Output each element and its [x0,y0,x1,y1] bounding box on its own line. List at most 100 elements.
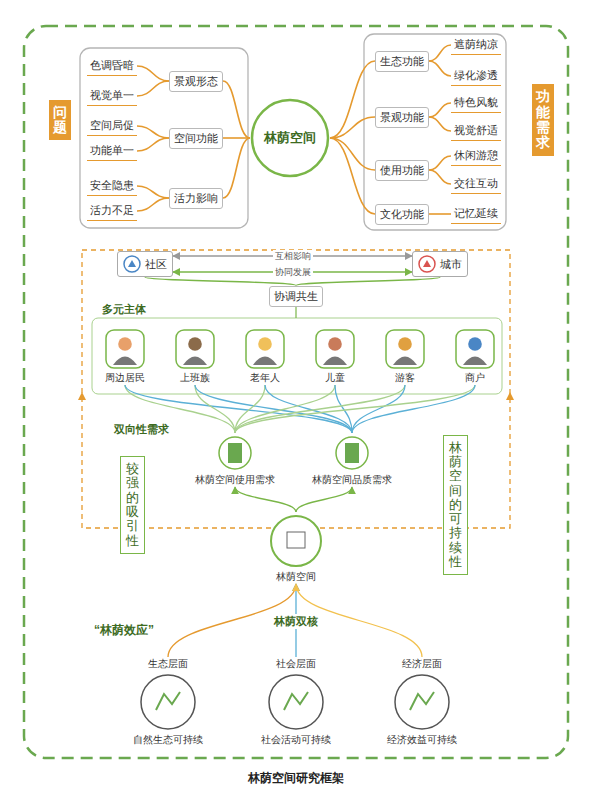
mid-node: 生态功能 [375,51,429,72]
person-icon [455,329,495,369]
node-text: 色调昏暗 [90,58,134,73]
mid-node: 景观形态 [169,71,223,92]
place-icon [123,255,141,273]
icon-frame [106,330,144,368]
need-node: 林荫空间品质需求 [312,433,392,487]
leaf-node: 空间局促 [87,117,137,136]
person-body [183,357,207,366]
node-text: 社区 [145,257,167,272]
connector [330,61,375,138]
bottom-icon [139,673,197,731]
person-body [253,357,277,366]
node-text: 上班族 [180,371,210,385]
node-text: 生态功能 [380,54,424,69]
node-text: 活力不足 [90,203,134,218]
node-text: 遮荫纳凉 [454,37,498,52]
node-text: 问题 [53,105,67,136]
connector [137,186,169,198]
connector [429,45,451,61]
mid-node: 活力影响 [169,188,223,209]
node-text: 游客 [395,371,415,385]
outer-frame [24,26,568,758]
person-head [188,337,202,351]
connector [429,170,451,184]
connector [330,138,375,170]
leaf-node: 特色风貌 [451,94,501,113]
hub-icon [269,514,323,568]
leaf-node: 绿化渗透 [451,67,501,86]
person-node: 上班族 [175,327,215,385]
connector [429,156,451,170]
mid-node: 文化功能 [375,204,429,225]
tag-node: 问题 [49,100,71,141]
icon-ring [395,675,449,729]
leaf-node: 视觉单一 [87,87,137,106]
icon-ring [336,437,368,469]
node-text: 功能需求 [536,89,550,151]
bottom-node: 生态层面自然生态可持续 [133,657,203,747]
need-icon [217,435,253,471]
connector [235,487,296,512]
connector [265,385,352,433]
node-text: 儿童 [325,371,345,385]
node-text: 林荫空间的可持续性 [449,441,462,570]
node-text: 自然生态可持续 [133,733,203,747]
node-text: 协调共生 [274,289,318,304]
leaf-node: 遮荫纳凉 [451,36,501,55]
bottom-icon [393,673,451,731]
node-text: 绿化渗透 [454,68,498,83]
icon-frame [386,330,424,368]
node-text: 周边居民 [105,371,145,385]
icon-ring [141,675,195,729]
person-body [463,357,487,366]
node-text: 空间功能 [174,131,218,146]
node-text: 景观形态 [174,74,218,89]
building-symbol [345,443,359,463]
node-text: 林荫空间使用需求 [195,473,275,487]
connector [137,138,169,151]
person-icon [385,329,425,369]
person-icon [175,329,215,369]
person-node: 周边居民 [105,327,145,385]
trend-symbol [410,692,434,710]
person-node: 儿童 [315,327,355,385]
person-head [118,337,132,351]
icon-ring [219,437,251,469]
tag-node: 功能需求 [532,84,554,156]
node-text: 经济层面 [402,657,442,671]
bottom-node: 经济层面经济效益可持续 [387,657,457,747]
bracket-line [295,306,296,318]
node-text: 较强的吸引性 [126,462,139,548]
person-node: 老年人 [245,327,285,385]
connector [296,487,352,512]
node-text: 安全隐患 [90,178,134,193]
node-text: 林荫空间品质需求 [312,473,392,487]
mid-node: 协调共生 [269,286,323,307]
node-text: 社会层面 [276,657,316,671]
iconbox-node: 社区 [117,251,173,277]
node-text: 老年人 [250,371,280,385]
connector [235,385,475,433]
connector [235,385,405,433]
person-icon [315,329,355,369]
node-text: 空间局促 [90,118,134,133]
leaf-node: 安全隐患 [87,177,137,196]
connector [330,117,375,138]
bottom-node: 社会层面社会活动可持续 [261,657,331,747]
connector [429,117,451,131]
connector [429,61,451,76]
loop-arrow [506,392,514,400]
free-label: 双向性需求 [112,422,171,437]
function-panel [364,34,506,230]
trend-symbol [156,692,180,710]
person-icon [105,329,145,369]
problem-panel [80,48,248,228]
icon-frame [176,330,214,368]
trend-symbol [284,692,308,710]
loop-arrow [78,392,86,400]
circle-node: 林荫空间 [250,98,330,178]
need-node: 林荫空间使用需求 [195,433,275,487]
leaf-node: 记忆延续 [451,205,501,224]
leaf-node: 色调昏暗 [87,57,137,76]
caption: 林荫空间研究框架 [248,770,344,787]
